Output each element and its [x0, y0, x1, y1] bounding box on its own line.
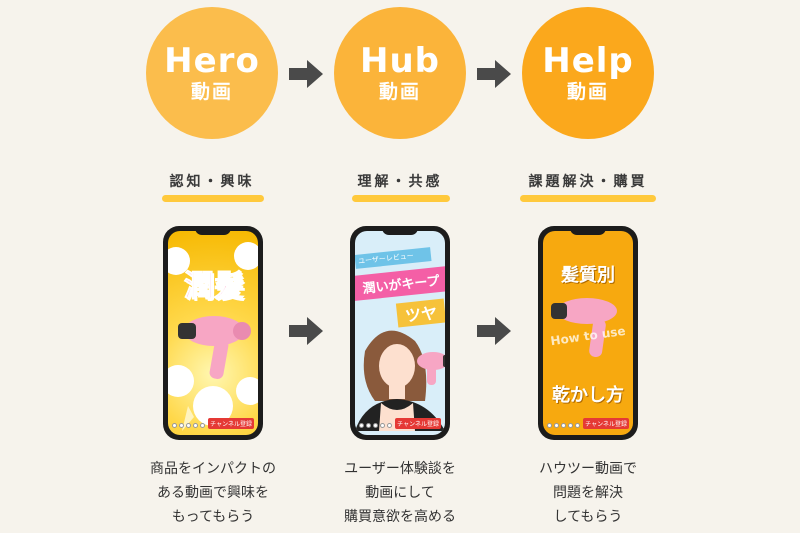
right-arrow-icon [477, 317, 511, 345]
help-underline [520, 195, 656, 202]
hero-title: Hero [164, 41, 260, 81]
hub-sub: 動画 [378, 81, 421, 103]
hub-underline [352, 195, 450, 202]
hub-circle: Hub 動画 [334, 7, 466, 139]
hero-screen: 潤髪 チャンネル登録 [168, 231, 258, 435]
help-label: 課題解決・購買 [528, 174, 648, 190]
hair-dryer-icon [551, 298, 617, 358]
hero-sub: 動画 [190, 81, 233, 103]
help-bottom-text: 乾かし方 [552, 385, 624, 406]
subscribe-badge: チャンネル登録 [208, 418, 254, 429]
hub-label: 理解・共感 [357, 174, 443, 190]
subscribe-badge: チャンネル登録 [583, 418, 629, 429]
right-arrow-icon [477, 60, 511, 88]
burst-background [168, 242, 258, 431]
hero-phone: 潤髪 チャンネル登録 [163, 226, 263, 440]
help-circle: Help 動画 [522, 7, 654, 139]
hero-underline [162, 195, 264, 202]
help-desc: ハウツー動画で 問題を解決 してもらう [539, 461, 637, 525]
hub-phone: ユーザーレビュー 潤いがキープ ツヤ チャンネル登録 [350, 226, 450, 440]
phone-notch [195, 226, 231, 235]
right-arrow-icon [289, 317, 323, 345]
hair-dryer-icon [178, 316, 251, 379]
hub-title: Hub [360, 41, 440, 81]
hair-dryer-icon [417, 352, 445, 385]
help-title: Help [542, 41, 634, 81]
hero-desc: 商品をインパクトの ある動画で興味を もってもらう [150, 461, 276, 525]
hub-screen: ユーザーレビュー 潤いがキープ ツヤ チャンネル登録 [355, 231, 445, 435]
phone-notch [382, 226, 418, 235]
hero-headline: 潤髪 [184, 269, 245, 305]
subscribe-badge: チャンネル登録 [395, 418, 441, 429]
right-arrow-icon [289, 60, 323, 88]
page-dots [172, 423, 205, 428]
help-top-text: 髪質別 [561, 265, 615, 286]
phone-notch [570, 226, 606, 235]
hub-headline: 潤いがキープ [355, 265, 445, 302]
hub-desc: ユーザー体験談を 動画にして 購買意欲を高める [344, 461, 456, 525]
hero-circle: Hero 動画 [146, 7, 278, 139]
help-sub: 動画 [566, 81, 609, 103]
page-dots [547, 423, 580, 428]
hero-label: 認知・興味 [169, 174, 255, 190]
review-banner: ユーザーレビュー [355, 247, 432, 269]
page-dots [359, 423, 392, 428]
help-screen: 髪質別 How to use 乾かし方 チャンネル登録 [543, 231, 633, 435]
help-phone: 髪質別 How to use 乾かし方 チャンネル登録 [538, 226, 638, 440]
